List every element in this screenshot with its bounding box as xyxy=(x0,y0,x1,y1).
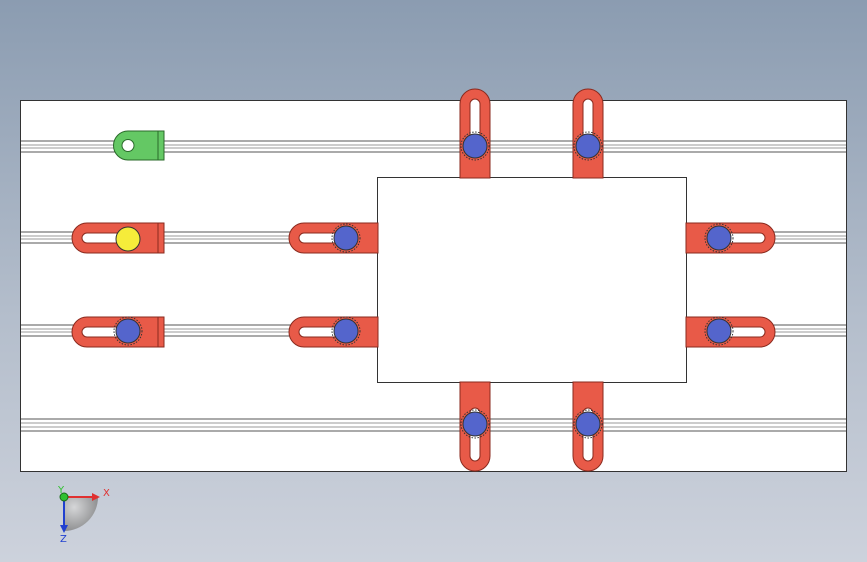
clamp-knob-icon[interactable] xyxy=(333,225,359,251)
clamp-knob-icon[interactable] xyxy=(462,133,488,159)
clamp-left-row3[interactable] xyxy=(71,316,165,348)
clamp-center-left-row2[interactable] xyxy=(288,222,379,254)
triad-shade-icon xyxy=(64,497,98,531)
z-axis-label: Z xyxy=(60,534,67,545)
clamp-knob-icon[interactable] xyxy=(706,318,732,344)
clamp-right-row3[interactable] xyxy=(685,316,776,348)
clamp-knob-icon[interactable] xyxy=(706,225,732,251)
selected-knob-icon[interactable] xyxy=(115,226,141,252)
clamp-top-right[interactable] xyxy=(572,88,604,179)
clamp-right-row2[interactable] xyxy=(685,222,776,254)
clamp-center-left-row3[interactable] xyxy=(288,316,379,348)
t-slot-rail-4[interactable] xyxy=(21,418,846,432)
y-axis-point-icon xyxy=(59,492,69,502)
coordinate-triad: X Y Z xyxy=(57,485,110,545)
locator-hole-icon xyxy=(121,139,135,152)
clamp-knob-icon[interactable] xyxy=(575,133,601,159)
clamp-bottom-left[interactable] xyxy=(459,381,491,472)
clamp-top-left[interactable] xyxy=(459,88,491,179)
clamp-knob-icon[interactable] xyxy=(115,318,141,344)
clamp-left-row2[interactable] xyxy=(71,222,165,254)
x-axis-label: X xyxy=(103,488,110,499)
clamp-knob-icon[interactable] xyxy=(333,318,359,344)
locator-stop-block[interactable] xyxy=(113,130,165,161)
clamp-knob-icon[interactable] xyxy=(575,411,601,437)
clamp-bottom-right[interactable] xyxy=(572,381,604,472)
y-axis-label: Y xyxy=(57,485,65,496)
clamp-knob-icon[interactable] xyxy=(462,411,488,437)
workpiece[interactable] xyxy=(377,177,687,383)
